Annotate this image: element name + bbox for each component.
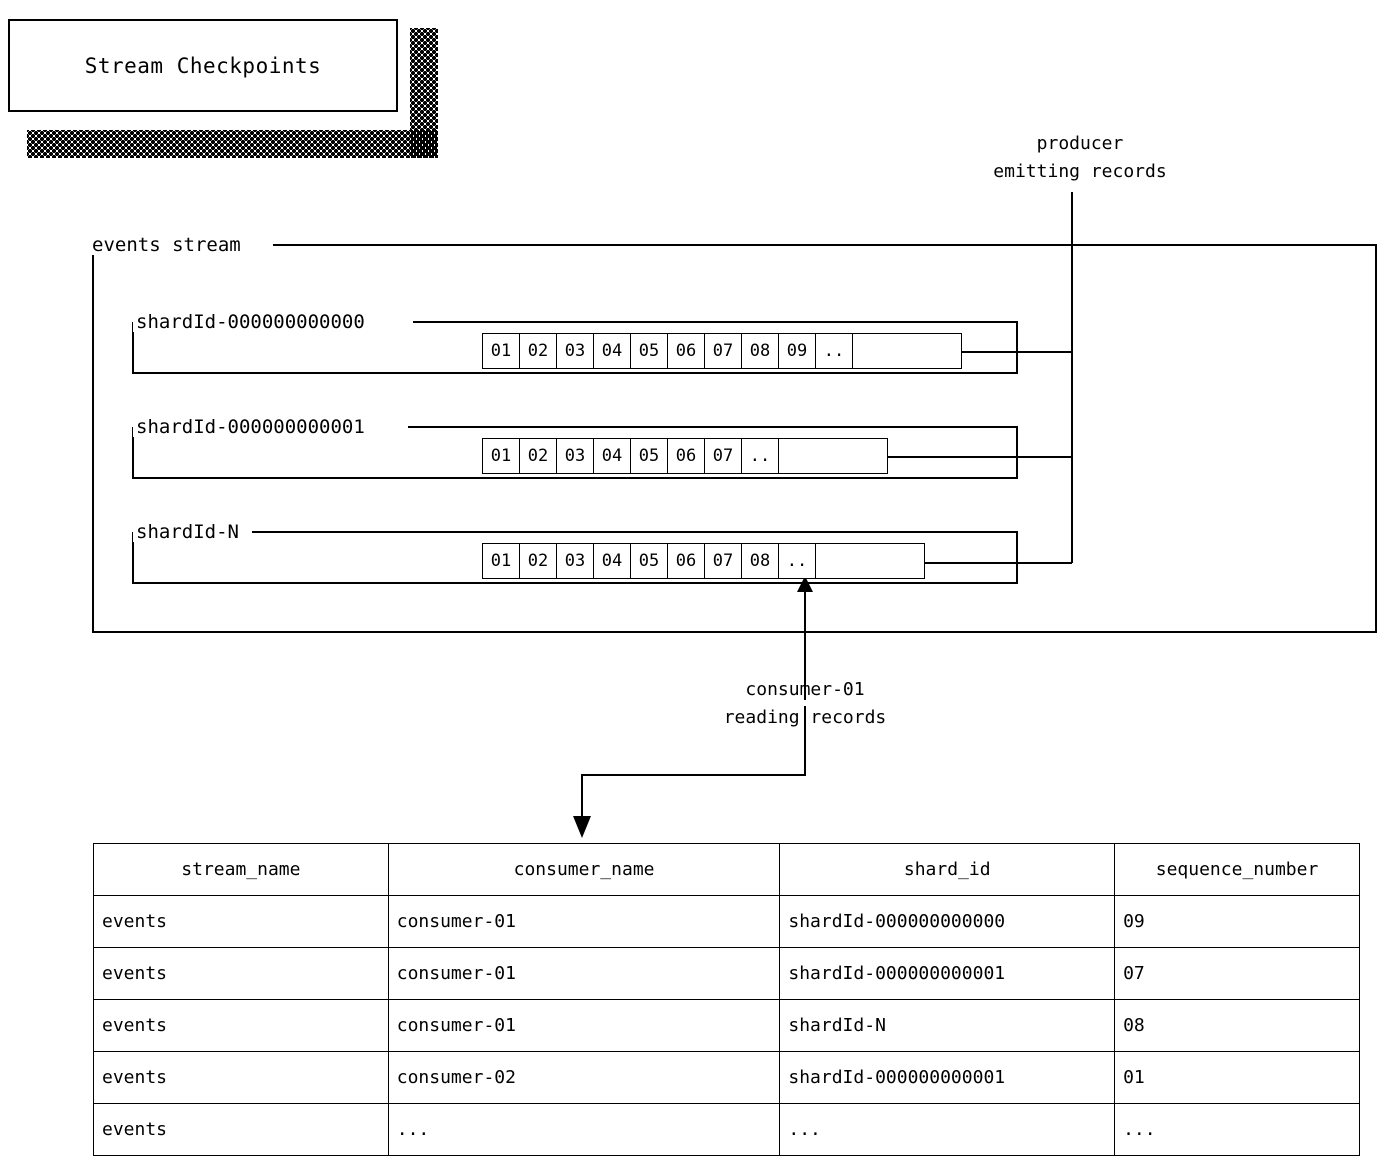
record-cell-incoming-slot xyxy=(778,438,888,474)
table-cell: ... xyxy=(779,1103,1116,1156)
record-cell-incoming-slot xyxy=(815,543,925,579)
record-cell: 09 xyxy=(778,333,815,369)
page-title: Stream Checkpoints xyxy=(84,53,322,78)
column-header-consumer-name: consumer_name xyxy=(387,843,781,896)
table-cell: events xyxy=(93,1051,389,1104)
column-header-shard-id: shard_id xyxy=(779,843,1116,896)
record-cell-incoming-slot xyxy=(852,333,962,369)
record-cell: 06 xyxy=(667,438,704,474)
table-row: events......... xyxy=(93,1103,1360,1156)
record-cell: 06 xyxy=(667,333,704,369)
table-cell: events xyxy=(93,999,389,1052)
record-cell: 04 xyxy=(593,543,630,579)
table-header-row: stream_name consumer_name shard_id seque… xyxy=(93,843,1360,896)
column-header-sequence-number: sequence_number xyxy=(1114,843,1360,896)
table-cell: shardId-000000000001 xyxy=(779,947,1116,1000)
record-cell: 07 xyxy=(704,333,741,369)
record-cell: 06 xyxy=(667,543,704,579)
shard-label-0: shardId-000000000000 xyxy=(133,313,368,332)
table-cell: ... xyxy=(387,1103,781,1156)
record-cell: 01 xyxy=(482,438,519,474)
record-cell: 01 xyxy=(482,543,519,579)
table-cell: events xyxy=(93,895,389,948)
checkpoint-table: stream_name consumer_name shard_id seque… xyxy=(93,843,1360,1156)
table-arrowhead xyxy=(573,816,591,838)
record-cell: 08 xyxy=(741,543,778,579)
title-shadow-bottom xyxy=(27,130,438,158)
table-cell: events xyxy=(93,947,389,1000)
record-cell: .. xyxy=(815,333,852,369)
record-cell: .. xyxy=(778,543,815,579)
table-cell: events xyxy=(93,1103,389,1156)
consumer-callout: consumer-01 reading records xyxy=(723,679,887,728)
table-cell: 08 xyxy=(1114,999,1360,1052)
shard-label-1: shardId-000000000001 xyxy=(133,418,368,437)
record-cell: 02 xyxy=(519,543,556,579)
record-cell: 04 xyxy=(593,438,630,474)
table-cell: consumer-02 xyxy=(387,1051,781,1104)
table-cell: shardId-000000000000 xyxy=(779,895,1116,948)
events-stream-label: events stream xyxy=(88,236,245,255)
producer-callout: producer emitting records xyxy=(993,133,1167,182)
record-cell: 05 xyxy=(630,543,667,579)
record-cell: 02 xyxy=(519,333,556,369)
table-cell: ... xyxy=(1114,1103,1360,1156)
table-cell: 09 xyxy=(1114,895,1360,948)
record-cell: 03 xyxy=(556,543,593,579)
table-cell: consumer-01 xyxy=(387,999,781,1052)
table-cell: 07 xyxy=(1114,947,1360,1000)
shard-label-2: shardId-N xyxy=(133,523,242,542)
table-cell: consumer-01 xyxy=(387,947,781,1000)
record-cell: 03 xyxy=(556,438,593,474)
column-header-stream-name: stream_name xyxy=(93,843,389,896)
record-cell: 04 xyxy=(593,333,630,369)
title-card: Stream Checkpoints xyxy=(8,19,398,112)
record-cell: 07 xyxy=(704,543,741,579)
record-cell: 03 xyxy=(556,333,593,369)
table-cell: shardId-000000000001 xyxy=(779,1051,1116,1104)
record-cell: 05 xyxy=(630,333,667,369)
record-cell: 08 xyxy=(741,333,778,369)
record-cell: 05 xyxy=(630,438,667,474)
table-cell: 01 xyxy=(1114,1051,1360,1104)
table-cell: shardId-N xyxy=(779,999,1116,1052)
record-cell: 02 xyxy=(519,438,556,474)
record-cell: .. xyxy=(741,438,778,474)
record-cell: 07 xyxy=(704,438,741,474)
table-cell: consumer-01 xyxy=(387,895,781,948)
record-cell: 01 xyxy=(482,333,519,369)
